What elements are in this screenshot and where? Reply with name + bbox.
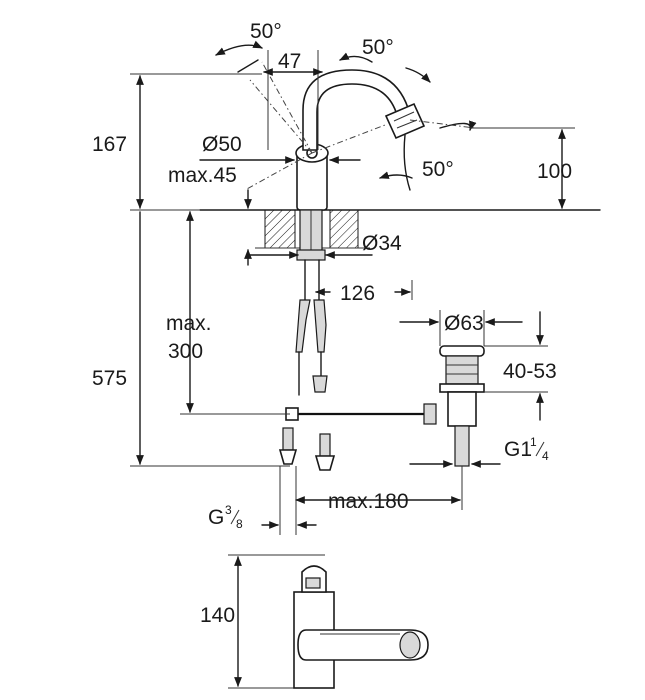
- dim-47: [263, 50, 323, 150]
- label-pullrod-distance: max.180: [328, 490, 409, 513]
- label-waste-range: 40-53: [503, 360, 557, 383]
- svg-text:G: G: [208, 506, 224, 529]
- dim-40-53: [484, 311, 548, 421]
- label-spout-offset: 126: [340, 282, 375, 305]
- dim-d63: [399, 310, 523, 346]
- svg-text:3: 3: [225, 503, 232, 517]
- label-body-diameter: Ø50: [202, 133, 242, 156]
- label-angle-side-right: 50°: [422, 158, 454, 181]
- mixer-body: [295, 143, 329, 261]
- pull-rod: [285, 403, 437, 425]
- spout-swivel-arc: [379, 67, 477, 191]
- dim-max300: [180, 211, 290, 415]
- label-deck-thickness: max.45: [168, 164, 237, 187]
- label-hose-length-value: 300: [168, 340, 203, 363]
- flex-hoses: [295, 259, 328, 396]
- label-plan-depth: 140: [200, 604, 235, 627]
- plan-view: [228, 554, 429, 689]
- svg-text:8: 8: [236, 517, 243, 531]
- swivel-spout: [302, 69, 426, 151]
- label-spout-reach: 47: [278, 50, 301, 73]
- label-hose-length-text: max.: [166, 312, 212, 335]
- dimension-labels: 50° 50° 47 167 Ø50 50° 100 max.45 Ø34 12…: [92, 20, 572, 627]
- label-height-spout: 100: [537, 160, 572, 183]
- svg-text:G1: G1: [504, 438, 532, 461]
- label-total-height: 575: [92, 367, 127, 390]
- label-waste-thread: G1 1 4: [504, 435, 549, 463]
- label-shank-diameter: Ø34: [362, 232, 402, 255]
- dim-100: [470, 127, 575, 209]
- dim-max180: [295, 466, 463, 510]
- front-view: [130, 40, 601, 535]
- svg-text:4: 4: [542, 449, 549, 463]
- popup-waste: [439, 345, 485, 467]
- label-waste-diameter: Ø63: [444, 312, 484, 335]
- svg-text:1: 1: [530, 435, 537, 449]
- supply-valves: [278, 427, 336, 471]
- dim-167: [130, 73, 262, 211]
- lever-rotation-lines: [215, 40, 386, 191]
- label-angle-top-left: 50°: [250, 20, 282, 43]
- label-angle-top-right: 50°: [362, 36, 394, 59]
- label-height-upper: 167: [92, 133, 127, 156]
- dim-126: [315, 280, 413, 300]
- dim-g38: [261, 466, 317, 535]
- dim-575: [130, 211, 290, 467]
- label-supply-thread: G 3 8: [208, 503, 243, 531]
